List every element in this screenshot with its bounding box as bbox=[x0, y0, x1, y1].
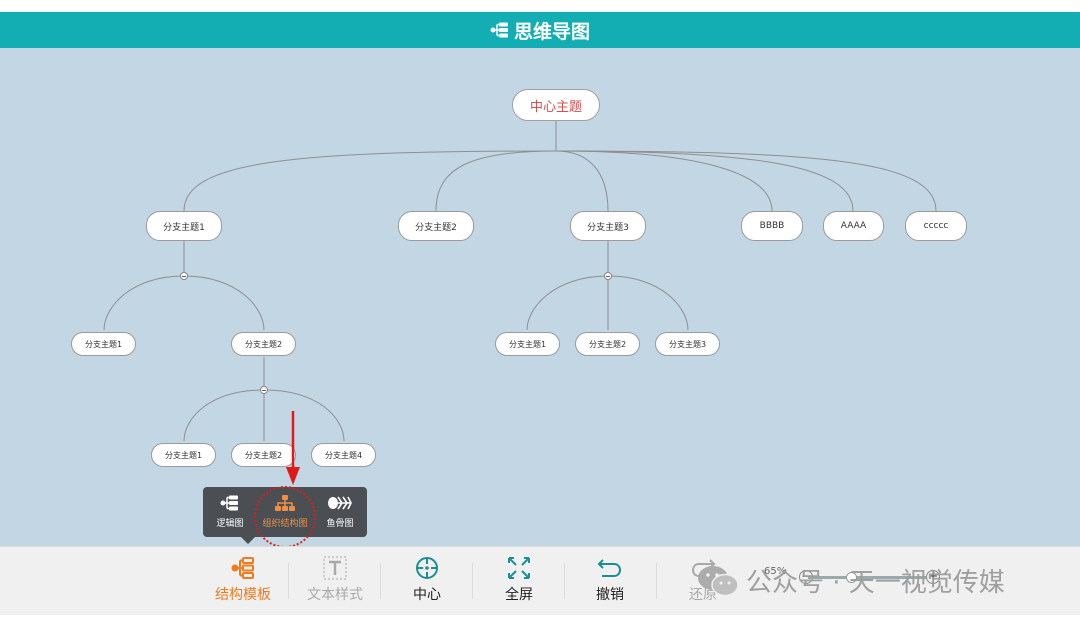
subtopic-3-2[interactable]: 分支主题2 bbox=[575, 332, 640, 356]
zoom-slider-thumb[interactable] bbox=[846, 572, 857, 583]
popup-option-label: 逻辑图 bbox=[216, 519, 244, 529]
zoom-in-button[interactable]: + bbox=[926, 569, 940, 584]
highlight-circle-annotation bbox=[254, 486, 316, 548]
subtopic-1-2-1[interactable]: 分支主题1 bbox=[151, 443, 216, 467]
watermark-text: 公众号 · 天一视觉传媒 bbox=[746, 568, 1005, 598]
popup-option-label: 鱼骨图 bbox=[326, 519, 354, 529]
red-arrow-annotation bbox=[286, 411, 300, 485]
title-bar: 思维导图 bbox=[0, 12, 1080, 48]
text-style-icon bbox=[323, 556, 347, 580]
connector-lines bbox=[103, 120, 937, 442]
text-style-button[interactable]: 文本样式 bbox=[295, 547, 375, 615]
toolbar-label: 中心 bbox=[413, 587, 441, 603]
topic-branch-1[interactable]: 分支主题1 bbox=[146, 211, 222, 241]
subtopic-3-3[interactable]: 分支主题3 bbox=[655, 332, 720, 356]
mindmap-logo-icon bbox=[490, 22, 508, 38]
collapse-toggle-branch-3[interactable] bbox=[604, 272, 612, 280]
toolbar-divider bbox=[656, 563, 657, 599]
zoom-level: 65% bbox=[764, 566, 787, 577]
collapse-toggle-branch-1[interactable] bbox=[180, 272, 188, 280]
topic-ccccc[interactable]: ccccc bbox=[905, 211, 967, 241]
structure-template-icon bbox=[231, 557, 254, 579]
subtopic-1-2[interactable]: 分支主题2 bbox=[231, 332, 296, 356]
subtopic-3-1[interactable]: 分支主题1 bbox=[495, 332, 560, 356]
toolbar-label: 文本样式 bbox=[307, 587, 363, 603]
subtopic-1-2-4[interactable]: 分支主题4 bbox=[311, 443, 376, 467]
bottom-toolbar: 结构模板 文本样式 中心 全屏 撤销 bbox=[0, 546, 1080, 615]
topic-branch-3[interactable]: 分支主题3 bbox=[570, 211, 646, 241]
toolbar-label: 结构模板 bbox=[215, 587, 271, 603]
undo-button[interactable]: 撤销 bbox=[570, 547, 650, 615]
toolbar-label: 还原 bbox=[689, 587, 717, 603]
popup-pointer bbox=[241, 537, 255, 544]
fullscreen-icon bbox=[508, 557, 530, 579]
subtopic-1-2-2[interactable]: 分支主题2 bbox=[231, 443, 296, 467]
root-topic[interactable]: 中心主题 bbox=[512, 89, 600, 121]
structure-template-button[interactable]: 结构模板 bbox=[203, 547, 283, 615]
collapse-toggle-branch-1-2[interactable] bbox=[260, 386, 268, 394]
zoom-slider-track[interactable] bbox=[808, 576, 926, 579]
toolbar-divider bbox=[380, 563, 381, 599]
topic-bbbb[interactable]: BBBB bbox=[741, 211, 803, 241]
app-title: 思维导图 bbox=[513, 20, 590, 43]
subtopic-1-1[interactable]: 分支主题1 bbox=[71, 332, 136, 356]
popup-option-fishbone[interactable]: 鱼骨图 bbox=[313, 487, 367, 537]
center-target-icon bbox=[416, 557, 438, 579]
toolbar-divider bbox=[472, 563, 473, 599]
topic-aaaa[interactable]: AAAA bbox=[823, 211, 884, 241]
center-button[interactable]: 中心 bbox=[387, 547, 467, 615]
mindmap-canvas[interactable]: 中心主题 分支主题1 分支主题2 分支主题3 BBBB AAAA ccccc 分… bbox=[0, 48, 1080, 546]
undo-icon bbox=[597, 559, 622, 577]
toolbar-label: 全屏 bbox=[505, 587, 533, 603]
logic-map-icon bbox=[220, 495, 238, 511]
fishbone-icon bbox=[328, 496, 352, 510]
popup-option-logic-map[interactable]: 逻辑图 bbox=[203, 487, 257, 537]
toolbar-divider bbox=[564, 563, 565, 599]
fullscreen-button[interactable]: 全屏 bbox=[479, 547, 559, 615]
wechat-icon bbox=[698, 565, 739, 596]
toolbar-label: 撤销 bbox=[596, 587, 624, 603]
toolbar-divider bbox=[288, 563, 289, 599]
topic-branch-2[interactable]: 分支主题2 bbox=[398, 211, 474, 241]
watermark: 公众号 · 天一视觉传媒 bbox=[696, 562, 1005, 599]
